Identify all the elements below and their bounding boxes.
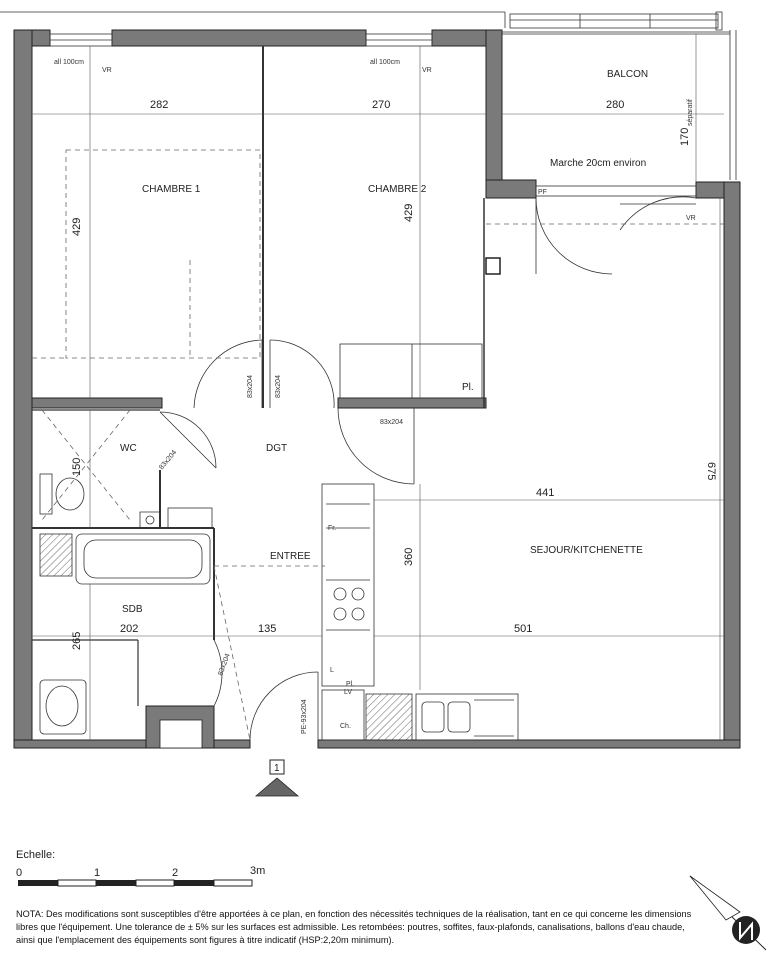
dim-sdb-width: 202 — [120, 623, 138, 635]
vr-label-2: VR — [422, 67, 432, 74]
balcony-railing — [0, 11, 737, 180]
annotation-marche: Marche 20cm environ — [550, 158, 646, 169]
dim-ch2-depth: 429 — [403, 204, 415, 222]
disclaimer-note: NOTA: Des modifications sont susceptible… — [16, 909, 692, 945]
dim-sdb-depth: 265 — [71, 632, 83, 650]
window-allege-1: all 100cm — [54, 59, 84, 66]
room-label-chambre2: CHAMBRE 2 — [368, 184, 427, 195]
vr-label-1: VR — [102, 67, 112, 74]
room-label-entree: ENTREE — [270, 551, 311, 562]
door-label-4: 83x204 — [158, 449, 178, 471]
dim-ch2-width: 270 — [372, 99, 390, 111]
door-label-2: 83x204 — [275, 375, 282, 398]
dim-kitchen-depth: 360 — [403, 548, 415, 566]
scale-bar: Echelle: 0 1 2 3m — [16, 849, 265, 887]
door-label-1: 83x204 — [247, 375, 254, 398]
boiler-label: Ch. — [340, 723, 351, 730]
dishwasher-label: LV — [344, 689, 352, 696]
door-label-5: 83x204 — [217, 653, 231, 677]
room-label-balcon: BALCON — [607, 69, 648, 80]
window-allege-2: all 100cm — [370, 59, 400, 66]
dim-wc-depth: 150 — [71, 458, 83, 476]
room-label-wc: WC — [120, 443, 137, 454]
scale-tick-3: 3m — [250, 865, 265, 877]
entry-marker: 1 — [254, 759, 300, 797]
dim-entree-width: 135 — [258, 623, 276, 635]
doors — [159, 196, 697, 741]
kitchen — [321, 257, 519, 741]
closet-bedroom2 — [339, 343, 483, 399]
vr-label-3: VR — [686, 215, 696, 222]
partitions — [31, 46, 487, 706]
dimension-lines — [32, 34, 724, 740]
room-label-dgt: DGT — [266, 443, 287, 454]
dim-balcon-depth: 170 — [679, 128, 691, 146]
fridge-label: Fr. — [328, 525, 336, 532]
north-arrow-icon — [689, 875, 767, 951]
dim-balcon-width: 280 — [606, 99, 624, 111]
closet-label-pl2: Pl. — [346, 681, 354, 688]
room-label-sejour: SEJOUR/KITCHENETTE — [530, 545, 643, 556]
windows — [49, 33, 697, 197]
dim-ch1-depth: 429 — [71, 218, 83, 236]
separatif-label: séparatif — [687, 99, 694, 126]
fixtures — [39, 473, 213, 735]
balcony-outline — [500, 31, 730, 35]
door-label-entry: PE-93x204 — [301, 699, 308, 734]
washer-label: L — [330, 667, 334, 674]
room-label-chambre1: CHAMBRE 1 — [142, 184, 201, 195]
dim-ch1-width: 282 — [150, 99, 168, 111]
closet-label-pl1: Pl. — [462, 382, 474, 393]
dim-sejour-depth: 675 — [705, 462, 717, 480]
scale-tick-0: 0 — [16, 867, 22, 879]
dim-sejour-top: 441 — [536, 487, 554, 499]
dim-sejour-bottom: 501 — [514, 623, 532, 635]
scale-tick-2: 2 — [172, 867, 178, 879]
scale-title: Echelle: — [16, 849, 55, 861]
door-label-3: 83x204 — [380, 419, 403, 426]
pf-label: PF — [538, 189, 547, 196]
dashed-zones — [32, 149, 724, 741]
scale-tick-1: 1 — [94, 867, 100, 879]
room-label-sdb: SDB — [122, 604, 143, 615]
entry-marker-number: 1 — [274, 763, 280, 774]
